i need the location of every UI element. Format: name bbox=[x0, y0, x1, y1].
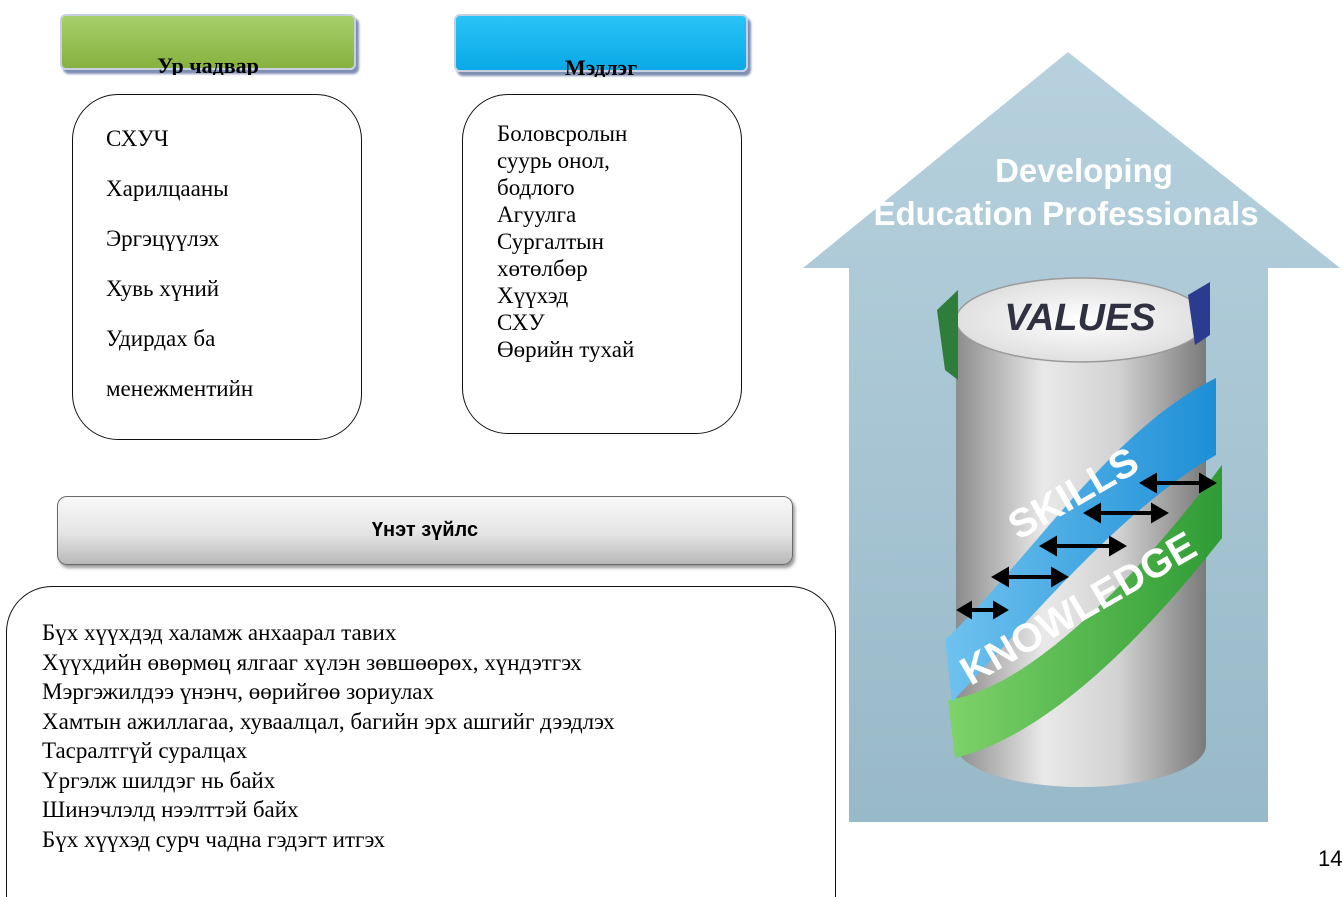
list-item: Тасралтгүй суралцах bbox=[42, 738, 248, 763]
list-item: Өөрийн тухай bbox=[497, 337, 635, 362]
skills-title: Ур чадвар bbox=[157, 55, 259, 75]
skills-list: СХУЧ Харилцааны Эргэцүүлэх Хувь хүний Уд… bbox=[106, 126, 253, 426]
list-item: СХУЧ bbox=[106, 126, 169, 151]
knowledge-header: Мэдлэг bbox=[454, 14, 748, 77]
list-item: Харилцааны bbox=[106, 176, 229, 201]
list-item: Мэргэжилдээ үнэнч, өөрийгөө зориулах bbox=[42, 679, 435, 704]
list-item: Боловсролын bbox=[497, 121, 628, 146]
double-arrows bbox=[956, 472, 1217, 620]
list-item: Хувь хүний bbox=[106, 276, 220, 301]
list-item: Хамтын ажиллагаа, хуваалцал, багийн эрх … bbox=[42, 708, 615, 734]
graphic-title-line2: Education Professionals bbox=[873, 195, 1258, 232]
skills-box bbox=[72, 94, 362, 440]
list-item: Агуулга bbox=[497, 202, 577, 227]
skills-header: Ур чадвар bbox=[60, 14, 356, 75]
values-header: Үнэт зүйлс bbox=[57, 496, 793, 565]
graphic-title-line1: Developing bbox=[995, 152, 1173, 189]
list-item: Шинэчлэлд нээлттэй байх bbox=[42, 797, 299, 822]
list-item: Хүүхэд bbox=[497, 283, 569, 308]
professionals-arrow-graphic: Developing Education Professionals VALUE… bbox=[803, 52, 1340, 822]
knowledge-ribbon bbox=[948, 465, 1222, 758]
list-item: Эргэцүүлэх bbox=[106, 226, 220, 251]
page-number: 14 bbox=[1318, 846, 1343, 871]
list-item: суурь онол, bbox=[497, 148, 610, 173]
knowledge-list: Боловсролын суурь онол, бодлого Агуулга … bbox=[497, 120, 634, 363]
values-label: VALUES bbox=[1004, 297, 1155, 339]
list-item: Удирдах ба bbox=[106, 326, 216, 351]
list-item: Үргэлж шилдэг нь байх bbox=[42, 767, 276, 793]
knowledge-box bbox=[462, 94, 742, 434]
list-item: Бүх хүүхэд сурч чадна гэдэгт итгэх bbox=[42, 826, 385, 852]
skills-ribbon bbox=[945, 378, 1216, 702]
list-item: хөтөлбөр bbox=[497, 256, 588, 281]
list-item: бодлого bbox=[497, 175, 575, 200]
list-item: менежментийн bbox=[106, 376, 254, 401]
values-list: Бүх хүүхдэд халамж анхаарал тавих Хүүхди… bbox=[42, 618, 615, 854]
list-item: Хүүхдийн өвөрмөц ялгааг хүлэн зөвшөөрөх,… bbox=[42, 649, 582, 675]
list-item: СХУ bbox=[497, 310, 545, 335]
list-item: Бүх хүүхдэд халамж анхаарал тавих bbox=[42, 620, 397, 645]
values-box bbox=[6, 586, 836, 897]
values-title: Үнэт зүйлс bbox=[371, 519, 479, 541]
list-item: Сургалтын bbox=[497, 229, 604, 254]
knowledge-title: Мэдлэг bbox=[564, 57, 638, 77]
